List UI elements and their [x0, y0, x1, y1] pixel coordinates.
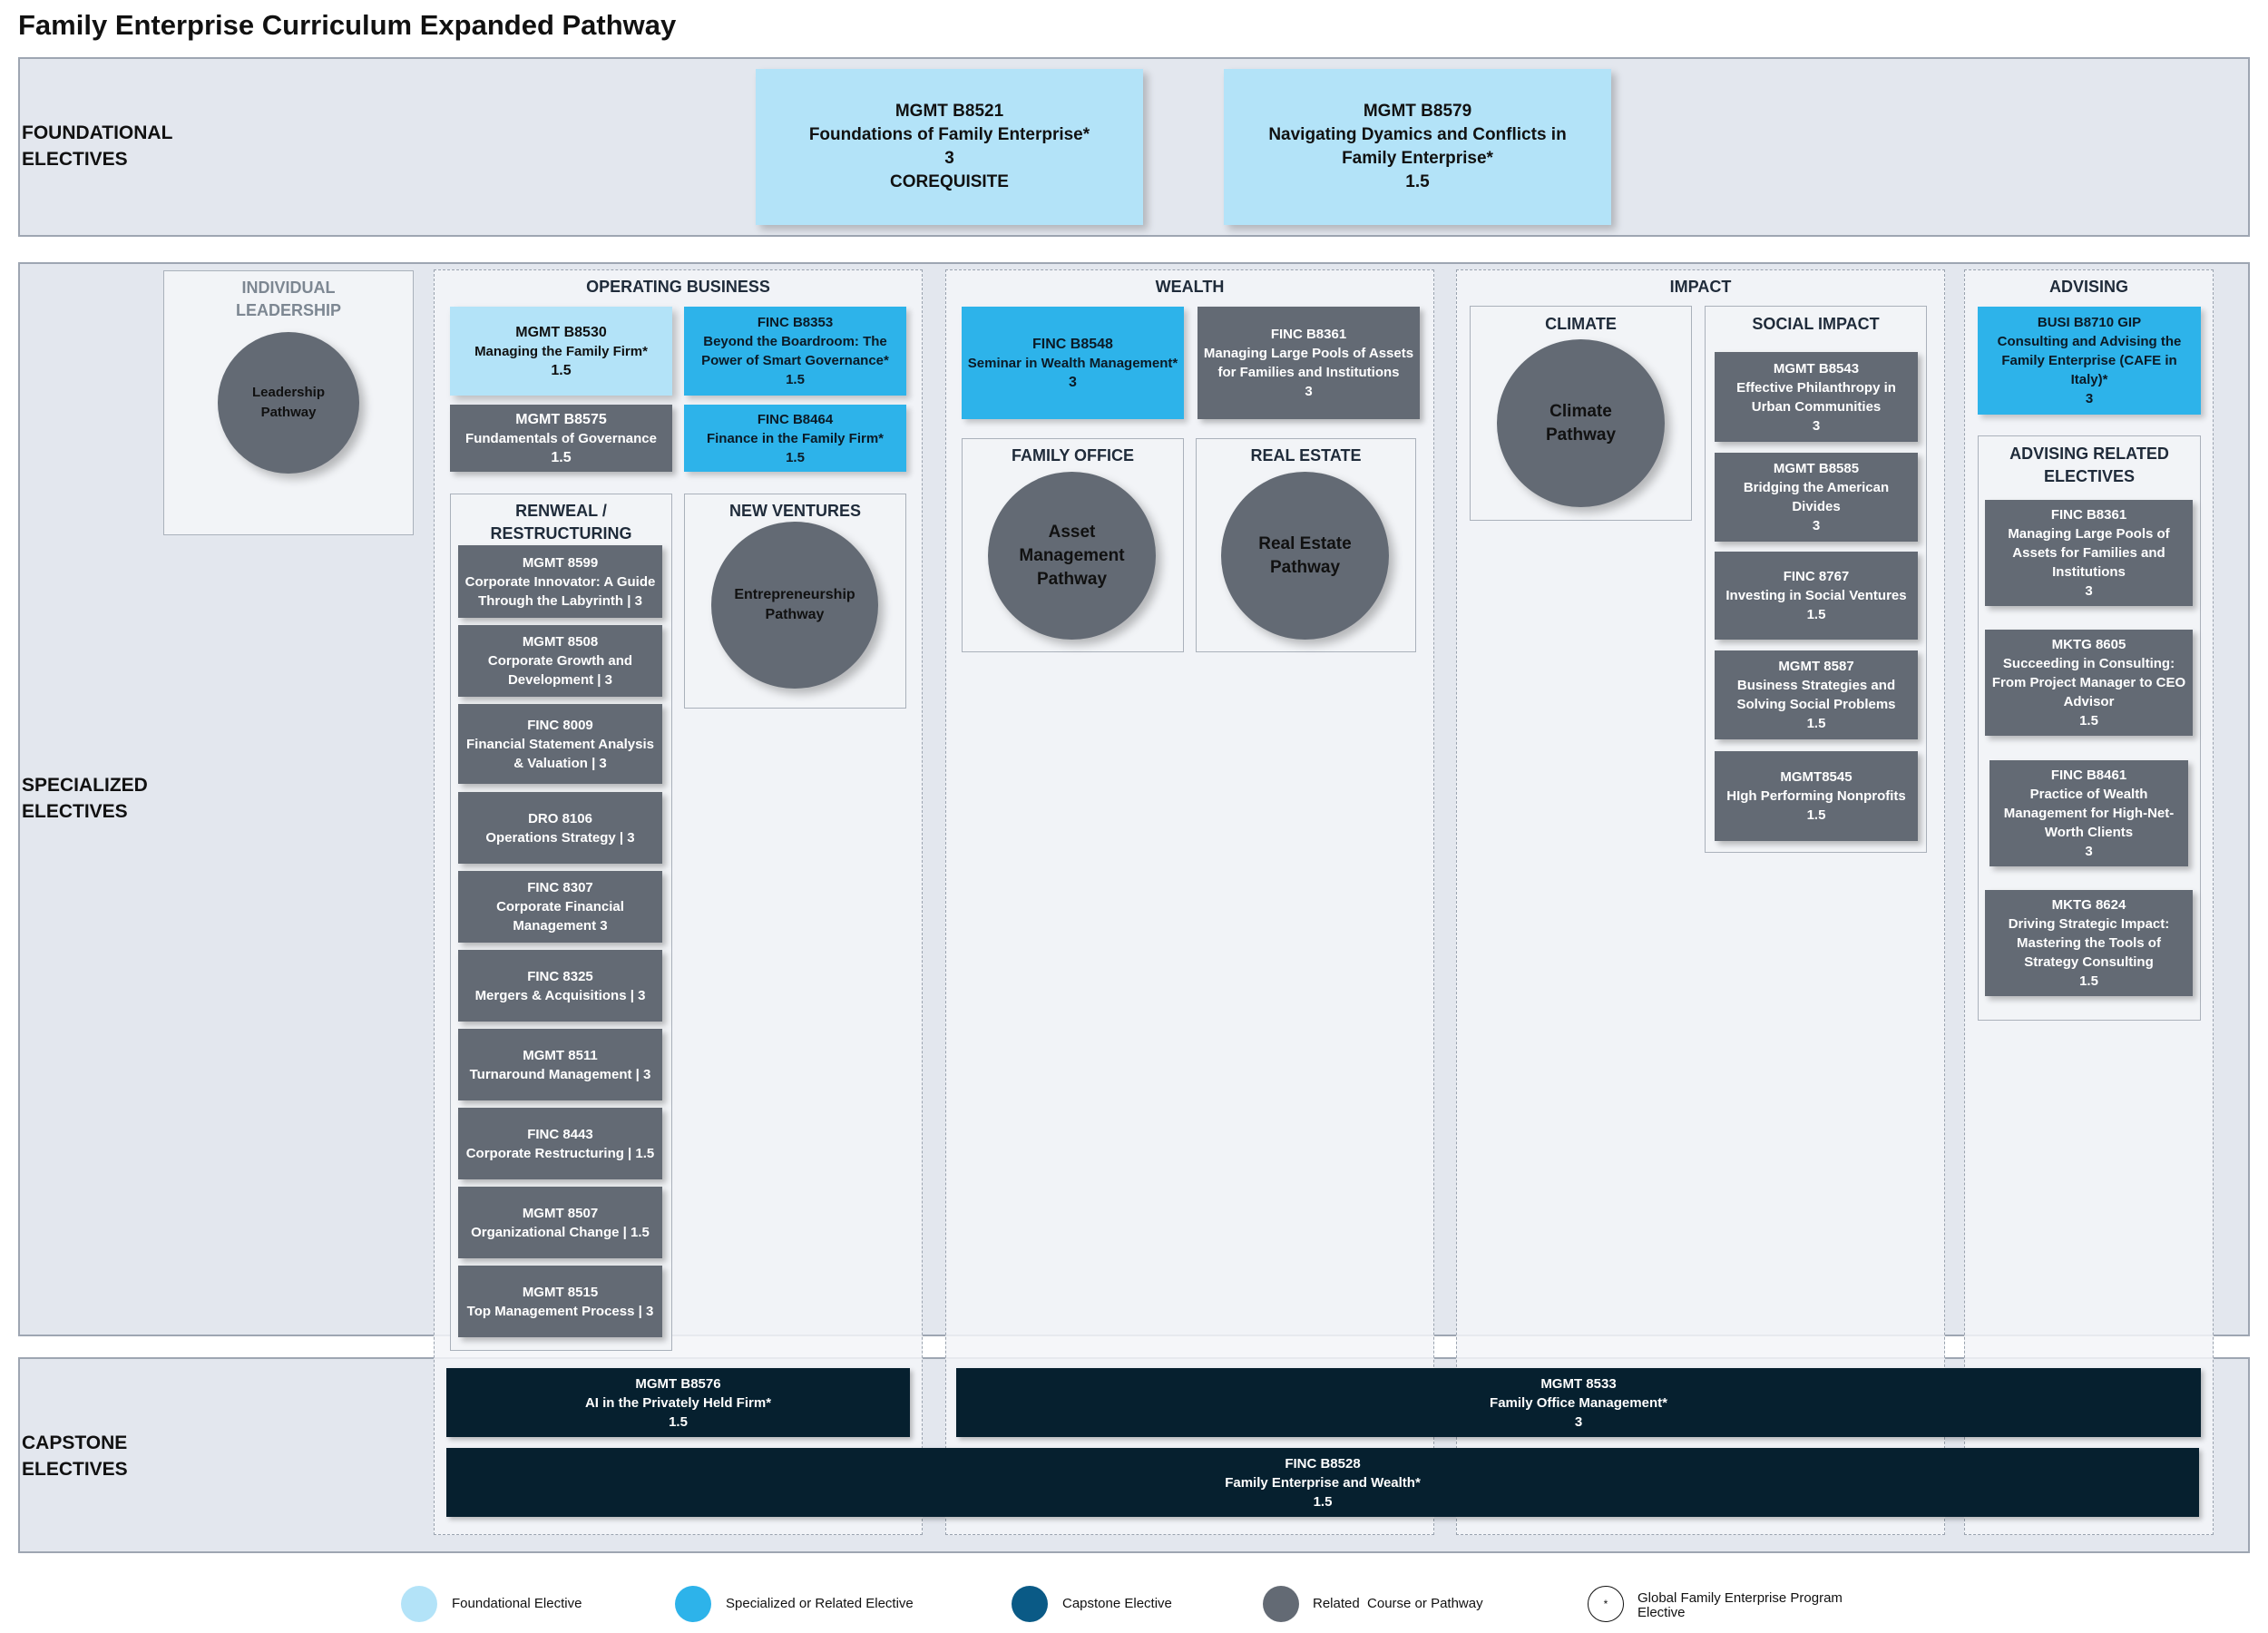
course-card-mgmt8545: MGMT8545 HIgh Performing Nonprofits 1.5: [1715, 751, 1918, 841]
new-ventures-title: NEW VENTURES: [728, 502, 861, 520]
course-card-finc-8307: FINC 8307 Corporate Financial Management…: [458, 871, 662, 943]
legend-label-capstone: Capstone Elective: [1062, 1596, 1172, 1611]
asterisk-icon: *: [1603, 1598, 1608, 1610]
course-card-finc-b8361-advising: FINC B8361 Managing Large Pools of Asset…: [1985, 500, 2193, 606]
course-card-mgmt-8508: MGMT 8508 Corporate Growth and Developme…: [458, 625, 662, 697]
legend-swatch-foundational: [401, 1586, 437, 1622]
course-card-dro-8106: DRO 8106 Operations Strategy | 3: [458, 792, 662, 864]
course-card-mgmt-8511: MGMT 8511 Turnaround Management | 3: [458, 1029, 662, 1100]
climate-title: CLIMATE: [1545, 315, 1617, 333]
course-card-finc-b8361: FINC B8361 Managing Large Pools of Asset…: [1198, 307, 1420, 419]
legend-swatch-global-program: *: [1588, 1586, 1624, 1622]
course-card-mgmt-8533: MGMT 8533 Family Office Management* 3: [956, 1368, 2201, 1437]
entrepreneurship-pathway-circle: Entrepreneurship Pathway: [711, 522, 878, 689]
course-card-mktg-8624: MKTG 8624 Driving Strategic Impact: Mast…: [1985, 890, 2193, 996]
course-card-mgmt-b8521: MGMT B8521 Foundations of Family Enterpr…: [756, 69, 1143, 225]
legend-swatch-capstone: [1012, 1586, 1048, 1622]
legend-swatch-specialized: [675, 1586, 711, 1622]
wealth-title: WEALTH: [1155, 278, 1225, 296]
course-card-mgmt-8599: MGMT 8599 Corporate Innovator: A Guide T…: [458, 545, 662, 618]
advising-title: ADVISING: [2048, 278, 2128, 296]
legend-label-foundational: Foundational Elective: [452, 1596, 582, 1611]
social-impact-title: SOCIAL IMPACT: [1752, 315, 1880, 333]
course-card-mgmt-b8579: MGMT B8579 Navigating Dyamics and Confli…: [1224, 69, 1611, 225]
course-card-finc-8325: FINC 8325 Mergers & Acquisitions | 3: [458, 950, 662, 1022]
course-card-mgmt-b8543: MGMT B8543 Effective Philanthropy in Urb…: [1715, 352, 1918, 442]
legend-label-specialized: Specialized or Related Elective: [726, 1596, 914, 1611]
course-card-finc-8767: FINC 8767 Investing in Social Ventures 1…: [1715, 552, 1918, 640]
renewal-restructuring-title: RENWEAL / RESTRUCTURING: [490, 502, 632, 543]
advising-related-title: ADVISING RELATED ELECTIVES: [2009, 445, 2169, 485]
legend-label-global-program: Global Family Enterprise Program Electiv…: [1637, 1590, 1843, 1620]
course-card-mgmt-8507: MGMT 8507 Organizational Change | 1.5: [458, 1187, 662, 1258]
real-estate-pathway-circle: Real Estate Pathway: [1221, 472, 1389, 640]
real-estate-title: REAL ESTATE: [1250, 446, 1362, 464]
course-card-finc-b8528: FINC B8528 Family Enterprise and Wealth*…: [446, 1448, 2199, 1517]
operating-business-title: OPERATING BUSINESS: [586, 278, 770, 296]
individual-leadership-title: INDIVIDUAL LEADERSHIP: [235, 279, 341, 319]
course-card-busi-b8710-gip: BUSI B8710 GIP Consulting and Advising t…: [1978, 307, 2201, 415]
impact-title: IMPACT: [1669, 278, 1732, 296]
leadership-pathway-circle: Leadership Pathway: [218, 332, 359, 474]
legend-swatch-related: [1263, 1586, 1299, 1622]
asset-management-pathway-circle: Asset Management Pathway: [988, 472, 1156, 640]
course-card-mgmt-b8530: MGMT B8530 Managing the Family Firm* 1.5: [450, 307, 672, 396]
legend-label-related: Related Course or Pathway: [1313, 1596, 1483, 1611]
course-card-finc-8009: FINC 8009 Financial Statement Analysis &…: [458, 704, 662, 784]
course-card-finc-b8464: FINC B8464 Finance in the Family Firm* 1…: [684, 405, 906, 472]
course-card-mgmt-b8585: MGMT B8585 Bridging the American Divides…: [1715, 453, 1918, 542]
course-card-finc-b8548: FINC B8548 Seminar in Wealth Management*…: [962, 307, 1184, 419]
family-office-title: FAMILY OFFICE: [1011, 446, 1135, 464]
course-card-mgmt-b8576: MGMT B8576 AI in the Privately Held Firm…: [446, 1368, 910, 1437]
course-card-finc-8443: FINC 8443 Corporate Restructuring | 1.5: [458, 1108, 662, 1179]
climate-pathway-circle: Climate Pathway: [1497, 339, 1665, 507]
course-card-finc-b8461: FINC B8461 Practice of Wealth Management…: [1989, 760, 2188, 866]
course-card-mgmt-b8575: MGMT B8575 Fundamentals of Governance 1.…: [450, 405, 672, 472]
course-card-mgmt-8587: MGMT 8587 Business Strategies and Solvin…: [1715, 650, 1918, 739]
course-card-mgmt-8515: MGMT 8515 Top Management Process | 3: [458, 1266, 662, 1337]
course-card-mktg-8605: MKTG 8605 Succeeding in Consulting: From…: [1985, 630, 2193, 736]
course-card-finc-b8353: FINC B8353 Beyond the Boardroom: The Pow…: [684, 307, 906, 396]
page-title: Family Enterprise Curriculum Expanded Pa…: [18, 9, 677, 41]
